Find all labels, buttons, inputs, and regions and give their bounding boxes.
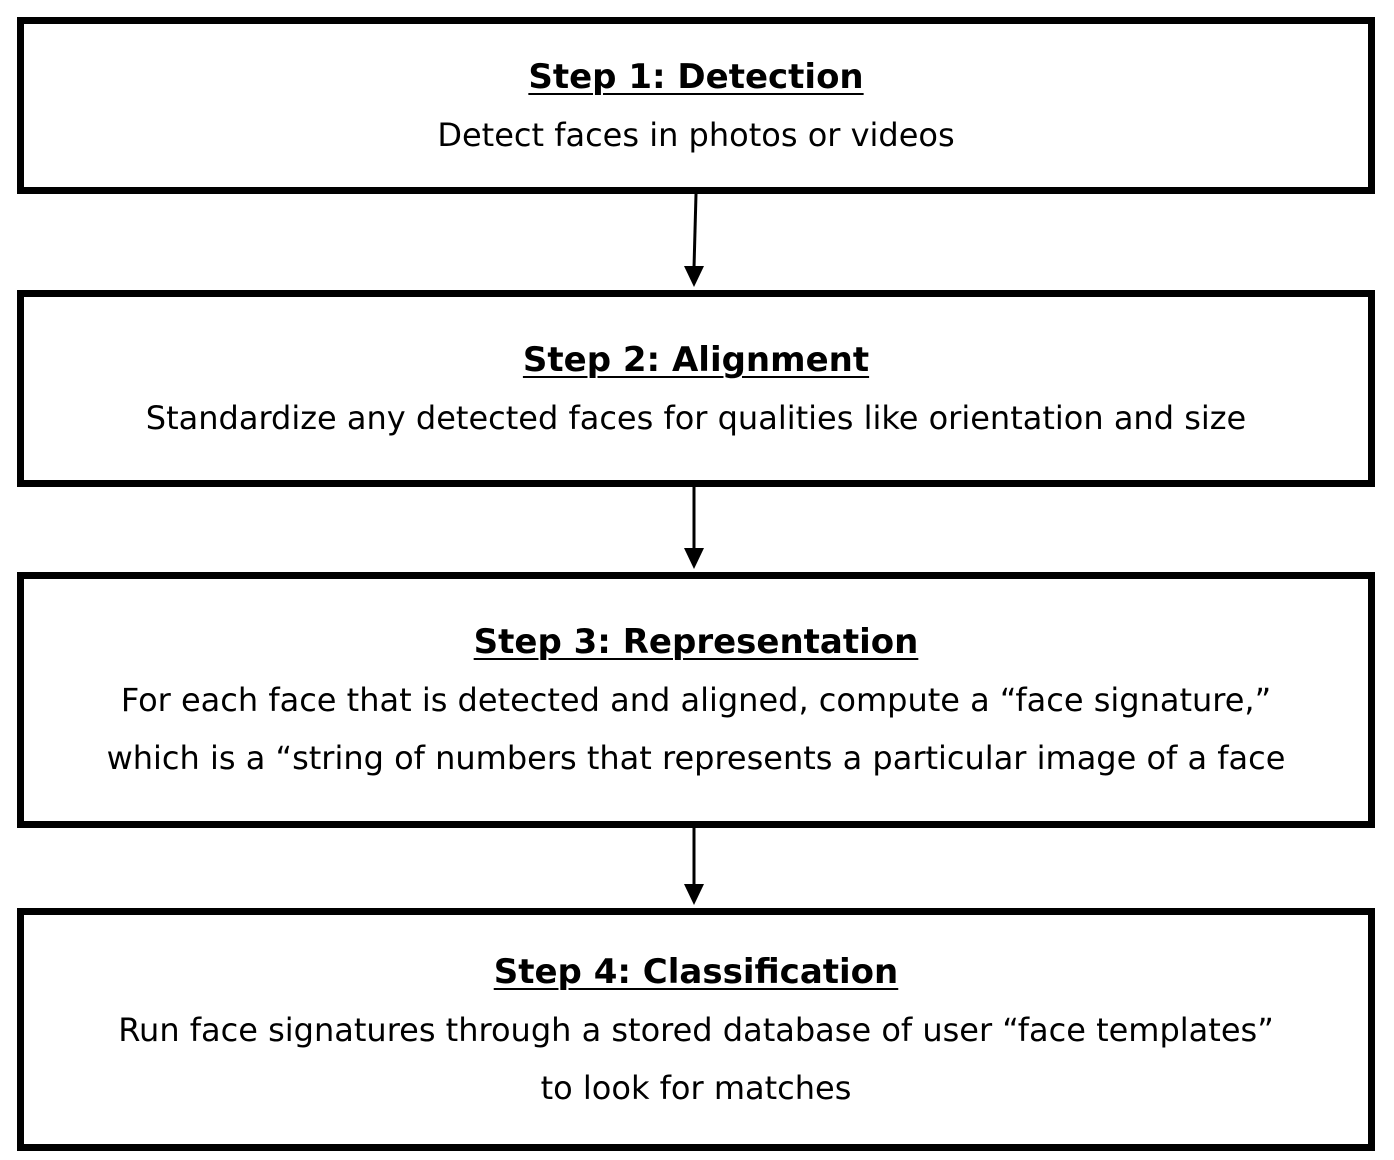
step-3-description-line-1: For each face that is detected and align… <box>120 681 1272 719</box>
step-3-box: Step 3: Representation For each face tha… <box>17 572 1375 828</box>
step-4-title: Step 4: Classification <box>493 951 899 992</box>
step-3-title: Step 3: Representation <box>473 622 919 662</box>
step-1-title: Step 1: Detection <box>528 56 864 97</box>
step-2-box: Step 2: Alignment Standardize any detect… <box>17 290 1375 487</box>
step-3-description-line-2: which is a “string of numbers that repre… <box>106 739 1286 777</box>
step-4-description-line-2: to look for matches <box>540 1068 852 1107</box>
step-4-box: Step 4: Classification Run face signatur… <box>17 908 1375 1151</box>
step-2-title: Step 2: Alignment <box>522 339 870 380</box>
step-2-description: Standardize any detected faces for quali… <box>145 398 1247 437</box>
arrow-step1-to-step2 <box>684 193 704 287</box>
step-1-description: Detect faces in photos or videos <box>437 115 955 154</box>
step-1-box: Step 1: Detection Detect faces in photos… <box>17 17 1375 194</box>
arrow-step3-to-step4 <box>684 828 704 905</box>
arrow-step2-to-step3 <box>684 487 704 569</box>
step-4-description-line-1: Run face signatures through a stored dat… <box>118 1010 1274 1049</box>
